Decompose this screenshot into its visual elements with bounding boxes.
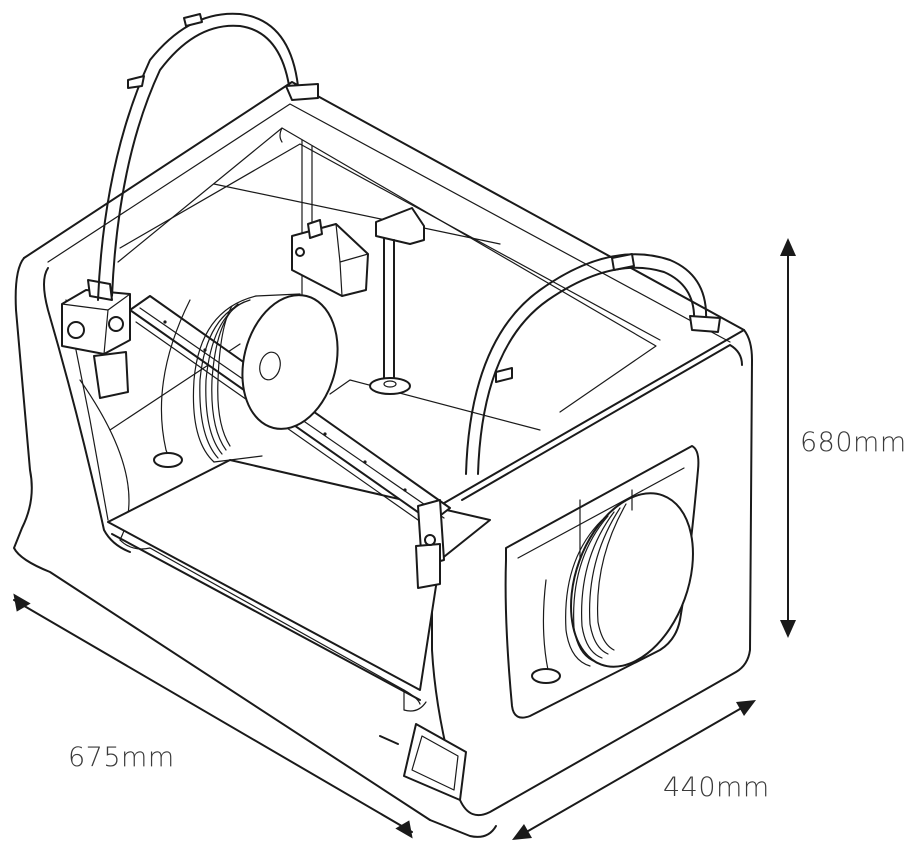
dimension-arrow-depth [13,593,413,839]
print-head-right [415,499,445,589]
z-motor-block [291,219,369,297]
filament-spool-right [531,489,694,684]
width-dimension-label: 440mm [663,772,770,803]
dimension-arrow-height [780,238,796,638]
filament-spool-left [153,293,339,468]
dimension-arrow-width [512,700,756,840]
print-head-left [61,279,131,399]
right-side-panel [431,329,753,816]
control-panel [379,723,467,801]
height-dimension-label: 680mm [800,427,907,458]
filament-tube-left [97,12,319,301]
depth-dimension-label: 675mm [68,742,175,773]
z-lead-screw [369,207,425,395]
filament-tube-right [465,253,721,475]
build-plate [107,459,491,712]
